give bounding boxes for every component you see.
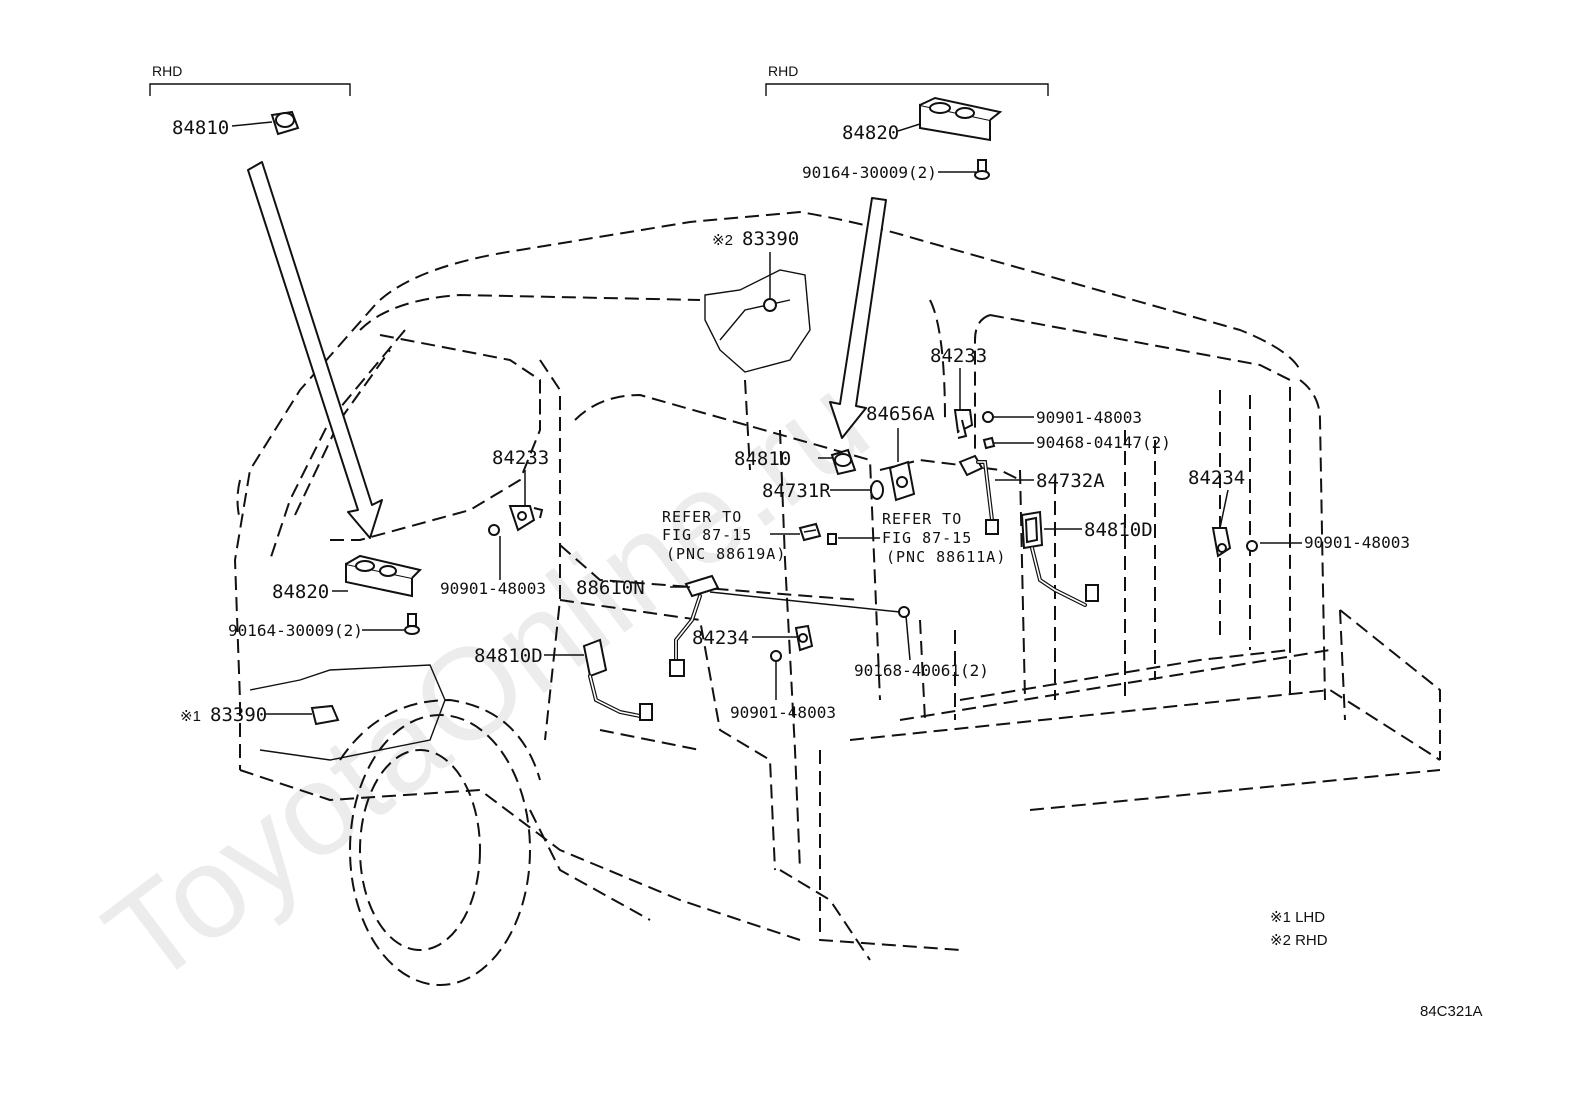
switch-84810-top-icon [270, 110, 300, 136]
connector-88619A-icon [798, 522, 822, 542]
label-84233-right: 84233 [930, 345, 987, 367]
label-84731R: 84731R [762, 480, 831, 502]
vehicle-outline [234, 211, 1441, 986]
footnotes: ※1 LHD ※2 RHD [1270, 909, 1328, 949]
view-arrow-left-icon [247, 161, 383, 539]
lamp-83390-upper-icon [704, 269, 811, 373]
svg-text:(PNC 88619A): (PNC 88619A) [666, 545, 786, 563]
svg-text:FIG 87-15: FIG 87-15 [662, 526, 752, 544]
svg-text:REFER TO: REFER TO [662, 508, 742, 526]
label-90164-top: 90164-30009(2) [802, 163, 937, 182]
svg-text:FIG 87-15: FIG 87-15 [882, 529, 972, 547]
leader-lines [231, 121, 1302, 715]
bracket-84234-mid-icon [794, 624, 814, 652]
label-84810D-right: 84810D [1084, 519, 1153, 541]
label-84810-mid: 84810 [734, 448, 791, 470]
switch-84731R-icon [870, 480, 884, 500]
sensor-84732A-icon [958, 454, 999, 535]
rhd-bracket-right: RHD [765, 63, 1049, 96]
label-90901-bottom: 90901-48003 [730, 703, 836, 722]
part-labels: 84810 84820 90164-30009(2) ※2 83390 8423… [172, 117, 1410, 726]
label-90901-right-top: 90901-48003 [1036, 408, 1142, 427]
label-90168: 90168-40061(2) [854, 661, 989, 680]
svg-text:(PNC 88611A): (PNC 88611A) [886, 548, 1006, 566]
screw-left-icon [404, 613, 420, 635]
label-84732A: 84732A [1036, 470, 1105, 492]
bolt-far-right-icon [1246, 540, 1258, 552]
label-84810-top: 84810 [172, 117, 229, 139]
master-switch-84820-top-icon [919, 96, 1003, 142]
label-84234-right: 84234 [1188, 467, 1245, 489]
label-90901-left: 90901-48003 [440, 579, 546, 598]
lamp-83390-lower-icon [310, 704, 340, 726]
footnote-rhd: ※2 RHD [1270, 932, 1328, 949]
screw-top-icon [974, 159, 990, 180]
label-83390-top: 83390 [742, 228, 799, 250]
svg-text:RHD: RHD [768, 63, 798, 79]
svg-text:RHD: RHD [152, 63, 182, 79]
label-90901-far-right: 90901-48003 [1304, 533, 1410, 552]
bracket-84234-right-icon [1211, 527, 1232, 558]
refer-note-right: REFER TO FIG 87-15 (PNC 88611A) [882, 510, 1006, 566]
svg-text:REFER TO: REFER TO [882, 510, 962, 528]
label-83390-left-mark: ※1 [180, 708, 201, 725]
clip-right-icon [982, 436, 996, 450]
label-84820-top: 84820 [842, 122, 899, 144]
bolt-left-icon [488, 524, 500, 536]
label-83390-top-mark: ※2 [712, 232, 733, 249]
label-83390-left: 83390 [210, 704, 267, 726]
bracket-84233-left-icon [508, 505, 544, 532]
view-arrow-right-icon [829, 197, 887, 439]
label-90468: 90468-04147(2) [1036, 433, 1171, 452]
switch-84810D-left-icon [582, 638, 653, 721]
footnote-lhd: ※1 LHD [1270, 909, 1325, 926]
master-switch-84820-left-icon [345, 554, 422, 598]
bolt-right-top-icon [982, 411, 994, 423]
label-88610N: 88610N [576, 577, 645, 599]
label-90164-left: 90164-30009(2) [228, 621, 363, 640]
rhd-bracket-left: RHD [149, 63, 351, 96]
label-84233-left: 84233 [492, 447, 549, 469]
label-84820-left: 84820 [272, 581, 329, 603]
harness-88610N-icon [669, 574, 720, 677]
diagram-code: 84C321A [1420, 1003, 1483, 1020]
switch-84810-mid-icon [830, 448, 857, 476]
label-84656A: 84656A [866, 403, 935, 425]
bolt-mid-icon [770, 650, 782, 662]
connector-88611A-icon [827, 533, 837, 545]
bolt-90168-icon [898, 606, 910, 618]
label-84810D-left: 84810D [474, 645, 543, 667]
plate-84656A-icon [888, 460, 916, 502]
bracket-84233-right-icon [953, 409, 974, 439]
refer-note-left: REFER TO FIG 87-15 (PNC 88619A) [662, 508, 786, 563]
switch-84810D-right-icon [1020, 510, 1099, 607]
label-84234-mid: 84234 [692, 627, 749, 649]
